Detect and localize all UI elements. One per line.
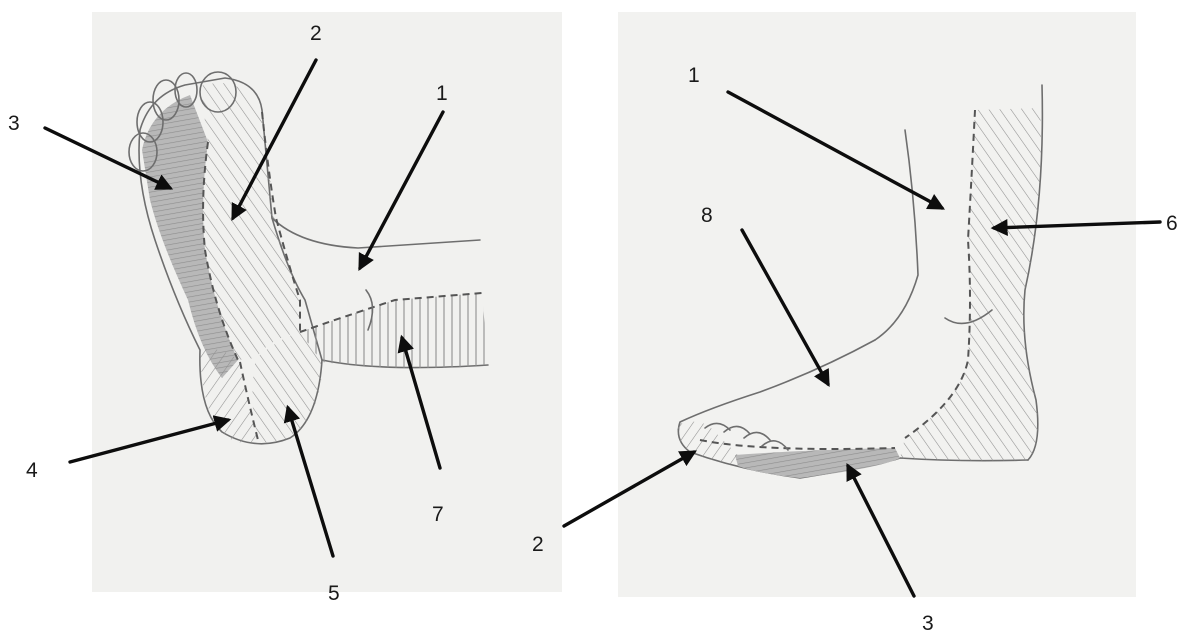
label-r1: 1 bbox=[688, 64, 700, 87]
label-r3: 3 bbox=[922, 612, 934, 633]
label-l2: 2 bbox=[310, 22, 322, 45]
label-l4: 4 bbox=[26, 459, 38, 482]
label-l5: 5 bbox=[328, 582, 340, 605]
label-r8: 8 bbox=[701, 204, 713, 227]
right-paper bbox=[618, 12, 1136, 597]
left-paper bbox=[92, 12, 562, 592]
label-r6: 6 bbox=[1166, 212, 1178, 235]
label-l1: 1 bbox=[436, 82, 448, 105]
label-l3: 3 bbox=[8, 112, 20, 135]
label-r2: 2 bbox=[532, 533, 544, 556]
label-l7: 7 bbox=[432, 503, 444, 526]
